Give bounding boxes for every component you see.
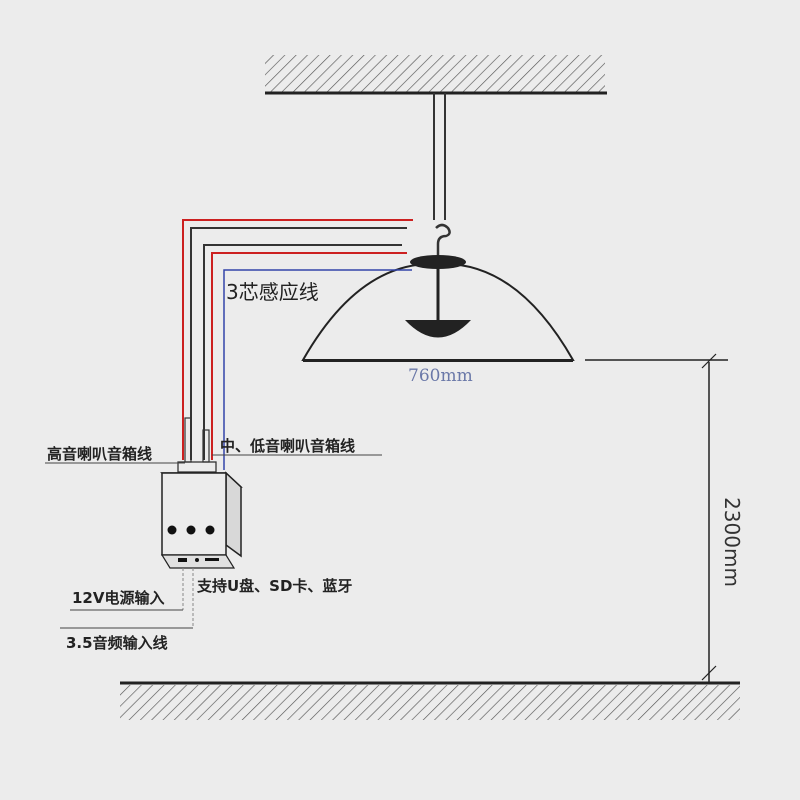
media-support-label: 支持U盘、SD卡、蓝牙 [197,577,353,595]
tweeter-wire-label: 高音喇叭音箱线 [47,445,153,463]
power-input-label: 12V电源输入 [72,589,165,607]
floor [120,681,740,720]
suspension-rod [433,93,446,220]
height-dimension [585,353,728,682]
wire-bundle [182,219,413,470]
mid-bass-wire-label: 中、低音喇叭音箱线 [220,437,356,455]
hook-icon [435,223,451,256]
lamp-shade [301,255,575,361]
sensor-wire-label: 3芯感应线 [226,280,319,304]
audio-input-label: 3.5音频输入线 [66,634,168,652]
ceiling [265,55,607,95]
amplifier-box [160,461,243,569]
lamp-width-label: 760mm [408,366,473,386]
height-label: 2300mm [719,497,744,587]
input-lines [60,568,194,629]
